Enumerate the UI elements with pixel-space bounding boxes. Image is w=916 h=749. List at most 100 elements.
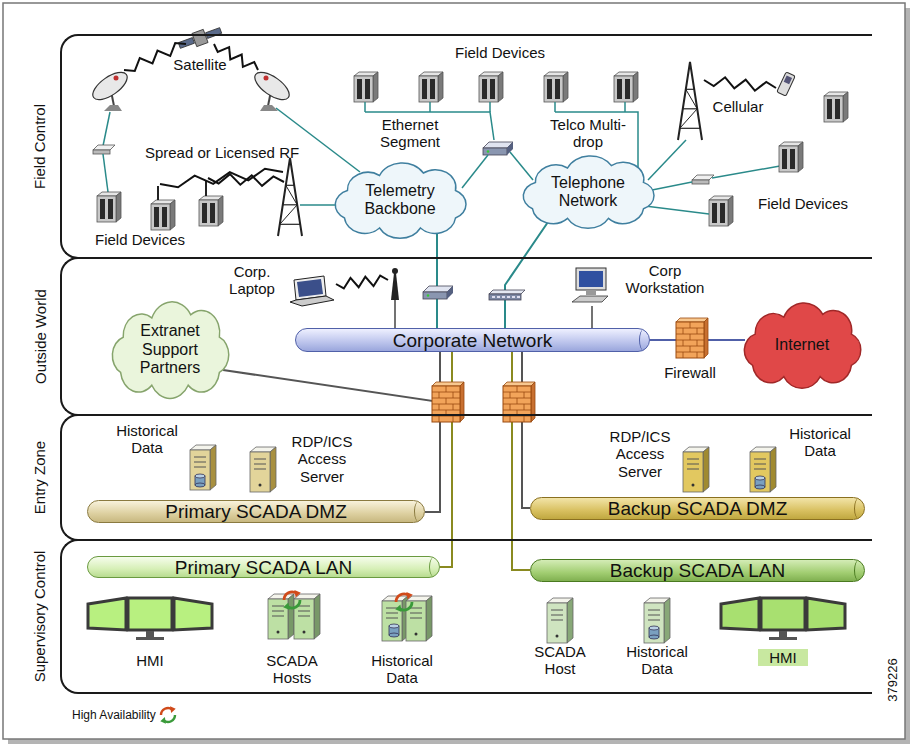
- cloud-shape: [523, 156, 654, 228]
- tower-legs: [678, 62, 702, 140]
- ha-arrow: [287, 600, 300, 608]
- server: [683, 447, 709, 492]
- zone-label-holder: Entry Zone: [22, 415, 58, 540]
- pipe-end: [854, 560, 864, 581]
- dish-feed: [264, 76, 269, 81]
- server: [750, 447, 776, 492]
- device-slot: [835, 99, 840, 119]
- side-monitor: [174, 598, 212, 630]
- cloud-label: Telephone Network: [543, 174, 633, 211]
- zone-band: Outside WorldExtranet Support PartnersCo…: [22, 258, 872, 415]
- bus-label: Backup SCADA LAN: [610, 561, 785, 580]
- server-light: [556, 635, 559, 638]
- brick-joint: [517, 386, 518, 392]
- monitor-stand: [146, 631, 154, 637]
- network-link: [505, 222, 548, 328]
- device-slot: [108, 199, 113, 219]
- server: [250, 447, 276, 492]
- brick-joint: [697, 340, 698, 346]
- firewall-top: [503, 382, 535, 386]
- operator-console: [721, 598, 845, 640]
- device-slot: [547, 79, 552, 99]
- network-cloud: Telemetry Backbone: [327, 163, 473, 238]
- link-wire: [394, 300, 396, 328]
- link-wire: [648, 140, 686, 180]
- ha-head: [294, 590, 300, 598]
- link-wire: [103, 112, 110, 146]
- antenna-mast: [391, 273, 399, 300]
- brick-joint: [524, 404, 525, 410]
- server-slot: [254, 459, 266, 460]
- device-slot: [720, 203, 725, 223]
- server-light: [415, 633, 418, 636]
- device-side: [218, 196, 223, 226]
- pipe-end: [414, 501, 424, 522]
- server-light: [692, 484, 695, 487]
- switch-front: [489, 294, 521, 300]
- device-slot: [210, 203, 215, 223]
- brick-joint: [697, 328, 698, 334]
- zone-label: Field Control: [32, 104, 49, 189]
- cloud-shape: [112, 302, 228, 399]
- radio-link: [336, 276, 388, 289]
- rf-antenna: [205, 180, 207, 196]
- ws-stand: [586, 290, 596, 295]
- phone-screen: [784, 75, 792, 84]
- legend-text: High Availability: [72, 708, 156, 722]
- modem-top: [692, 175, 714, 180]
- router-led: [427, 294, 429, 296]
- device-side: [798, 142, 803, 172]
- brick-joint: [524, 416, 525, 422]
- server: [406, 596, 432, 641]
- device-front: [151, 204, 170, 230]
- pipe-end: [639, 329, 649, 351]
- frame-border: [3, 3, 905, 739]
- pipe-end: [429, 557, 439, 577]
- server-side: [664, 598, 670, 643]
- firewall-front: [432, 386, 460, 422]
- link-wire: [364, 102, 366, 112]
- ha-arrow: [164, 715, 175, 722]
- switch-top: [489, 290, 525, 294]
- device-side: [843, 92, 848, 122]
- firewall-side: [704, 318, 708, 358]
- high-availability-icon: [283, 590, 301, 610]
- brick-joint: [439, 416, 440, 422]
- field-device: [151, 200, 175, 230]
- link-wire: [652, 182, 692, 190]
- figure-number: 379226: [886, 658, 901, 701]
- cell-phone: [777, 72, 795, 96]
- switch-port: [512, 296, 515, 298]
- server-slot: [194, 467, 206, 468]
- server-slot: [272, 606, 284, 607]
- server-slot: [254, 464, 266, 465]
- field-device: [779, 142, 803, 172]
- field-device: [354, 72, 378, 102]
- phone-case: [777, 72, 795, 96]
- device-front: [544, 76, 563, 102]
- db-bottom: [389, 633, 399, 637]
- field-device: [544, 72, 568, 102]
- dish-bowl: [250, 67, 293, 105]
- database: [195, 474, 205, 487]
- server-light: [259, 484, 262, 487]
- text-label: Spread or Licensed RF: [132, 144, 312, 161]
- zone-label: Supervisory Control: [32, 551, 49, 683]
- firewall-side: [531, 382, 535, 422]
- side-monitor: [88, 598, 126, 630]
- server-slot: [298, 606, 310, 607]
- db-top: [649, 626, 659, 630]
- router: [423, 286, 453, 299]
- tower-brace: [683, 108, 697, 109]
- network-link: [436, 231, 438, 329]
- brick-joint: [446, 398, 447, 404]
- device-slot: [357, 79, 362, 99]
- device-front: [779, 146, 798, 172]
- device-front: [97, 196, 116, 222]
- tower-brace: [680, 89, 697, 128]
- server: [382, 596, 408, 641]
- radio-link: [704, 77, 776, 90]
- tower-brace: [280, 224, 300, 225]
- device-slot: [202, 203, 207, 223]
- modem-top: [93, 145, 115, 150]
